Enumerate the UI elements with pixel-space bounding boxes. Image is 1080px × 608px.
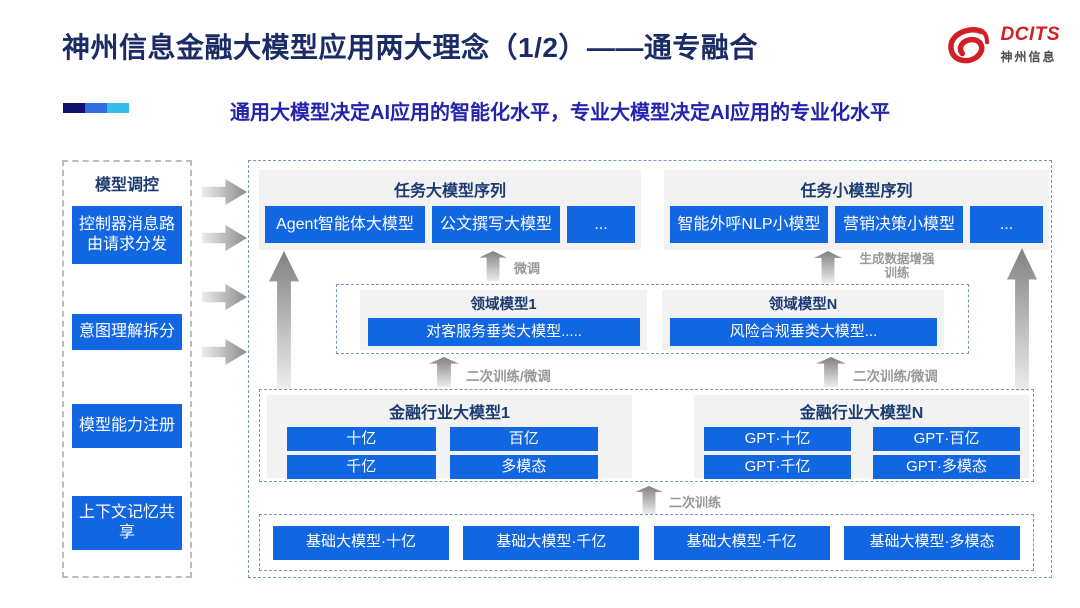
retrain-label: 二次训练 xyxy=(669,495,722,510)
industry-model-group: 金融行业大模型1 十亿 百亿 千亿 多模态 金融行业大模型N GPT·十亿 GP… xyxy=(259,389,1034,482)
retrain-finetune-label-right: 二次训练/微调 xyxy=(853,369,938,384)
model-block-base-1b: 基础大模型·十亿 xyxy=(273,525,449,560)
up-arrow-icon xyxy=(814,251,842,283)
sidebar-item-message-routing: 控制器消息路由请求分发 xyxy=(72,206,182,264)
industry-model-n-title: 金融行业大模型N xyxy=(799,405,924,422)
logo-brand-cn: 神州信息 xyxy=(1000,50,1057,64)
up-arrow-icon xyxy=(479,251,507,281)
right-arrow-icon xyxy=(202,339,247,365)
sidebar-title: 模型调控 xyxy=(94,177,159,194)
model-block-base-100b-b: 基础大模型·千亿 xyxy=(653,525,830,560)
task-large-model-title: 任务大模型序列 xyxy=(393,183,506,200)
industry-model-1-grid: 十亿 百亿 千亿 多模态 xyxy=(287,427,598,479)
accent-segment-navy xyxy=(63,103,85,113)
up-arrow-icon xyxy=(269,251,299,389)
model-block-ellipsis: ... xyxy=(567,206,635,243)
model-block-risk-compliance: 风险合规垂类大模型... xyxy=(670,318,937,346)
slide-subtitle: 通用大模型决定AI应用的智能化水平，专业大模型决定AI应用的专业化水平 xyxy=(230,102,890,124)
domain-model-n-panel: 领域模型N 风险合规垂类大模型... xyxy=(662,290,944,350)
task-large-model-row: Agent智能体大模型 公文撰写大模型 ... xyxy=(265,206,635,243)
dcits-swirl-icon xyxy=(947,27,989,64)
logo-brand-en: DCITS xyxy=(1000,24,1060,45)
base-model-group: 基础大模型·十亿 基础大模型·千亿 基础大模型·千亿 基础大模型·多模态 xyxy=(259,514,1034,571)
model-block-multimodal: 多模态 xyxy=(449,455,598,479)
domain-model-n-title: 领域模型N xyxy=(768,297,838,313)
sidebar-item-capability-register: 模型能力注册 xyxy=(72,404,182,448)
industry-model-n-panel: 金融行业大模型N GPT·十亿 GPT·百亿 GPT·千亿 GPT·多模态 xyxy=(694,395,1029,479)
model-architecture-diagram: 任务大模型序列 Agent智能体大模型 公文撰写大模型 ... 任务小模型序列 … xyxy=(248,160,1052,578)
up-arrow-icon xyxy=(1007,248,1037,391)
dcits-logo: DCITS 神州信息 xyxy=(941,24,1061,66)
accent-segment-blue xyxy=(85,103,107,113)
model-block-10b: 百亿 xyxy=(449,427,598,451)
model-block-doc-writing: 公文撰写大模型 xyxy=(432,206,560,243)
task-small-model-title: 任务小模型序列 xyxy=(800,183,913,200)
model-block-base-100b-a: 基础大模型·千亿 xyxy=(463,525,640,560)
model-block-gpt-multimodal: GPT·多模态 xyxy=(873,455,1020,479)
gen-data-training-label: 生成数据增强 训练 xyxy=(848,252,946,281)
model-block-marketing-decision: 营销决策小模型 xyxy=(835,206,963,243)
finetune-label: 微调 xyxy=(514,261,541,276)
accent-segment-cyan xyxy=(107,103,129,113)
page-title: 神州信息金融大模型应用两大理念（1/2）——通专融合 xyxy=(62,32,758,63)
model-block-gpt-1b: GPT·十亿 xyxy=(704,427,851,451)
right-arrow-icon xyxy=(202,179,247,205)
up-arrow-icon xyxy=(635,486,663,514)
model-block-base-multimodal: 基础大模型·多模态 xyxy=(843,525,1020,560)
logo-text: DCITS 神州信息 xyxy=(1001,24,1061,65)
right-arrow-icon xyxy=(202,284,247,310)
up-arrow-icon xyxy=(816,357,846,387)
task-small-model-panel: 任务小模型序列 智能外呼NLP小模型 营销决策小模型 ... xyxy=(664,170,1049,250)
domain-model-group: 领域模型1 对客服务垂类大模型..... 领域模型N 风险合规垂类大模型... xyxy=(336,284,969,354)
task-small-model-row: 智能外呼NLP小模型 营销决策小模型 ... xyxy=(670,206,1043,243)
model-block-customer-service: 对客服务垂类大模型..... xyxy=(368,318,640,346)
task-large-model-panel: 任务大模型序列 Agent智能体大模型 公文撰写大模型 ... xyxy=(259,170,641,250)
model-block-gpt-100b: GPT·千亿 xyxy=(704,455,851,479)
domain-model-1-title: 领域模型1 xyxy=(470,297,537,313)
gen-data-training-label-line2: 训练 xyxy=(884,266,910,281)
domain-model-1-panel: 领域模型1 对客服务垂类大模型..... xyxy=(360,290,647,350)
model-block-ellipsis: ... xyxy=(970,206,1043,243)
gen-data-training-label-line1: 生成数据增强 xyxy=(859,252,935,266)
model-control-sidebar: 模型调控 控制器消息路由请求分发 意图理解拆分 模型能力注册 上下文记忆共享 xyxy=(62,160,192,578)
model-block-agent: Agent智能体大模型 xyxy=(265,206,425,243)
industry-model-1-title: 金融行业大模型1 xyxy=(389,405,510,422)
retrain-finetune-label-left: 二次训练/微调 xyxy=(466,369,551,384)
sidebar-item-intent-split: 意图理解拆分 xyxy=(72,314,182,350)
right-arrow-icon xyxy=(202,225,247,251)
industry-model-n-grid: GPT·十亿 GPT·百亿 GPT·千亿 GPT·多模态 xyxy=(704,427,1020,479)
model-block-1b: 十亿 xyxy=(287,427,436,451)
industry-model-1-panel: 金融行业大模型1 十亿 百亿 千亿 多模态 xyxy=(267,395,632,479)
title-accent-bar xyxy=(63,103,129,113)
model-block-gpt-10b: GPT·百亿 xyxy=(873,427,1020,451)
model-block-outbound-nlp: 智能外呼NLP小模型 xyxy=(670,206,828,243)
up-arrow-icon xyxy=(429,357,459,387)
sidebar-item-context-memory: 上下文记忆共享 xyxy=(72,496,182,550)
model-block-100b: 千亿 xyxy=(287,455,436,479)
